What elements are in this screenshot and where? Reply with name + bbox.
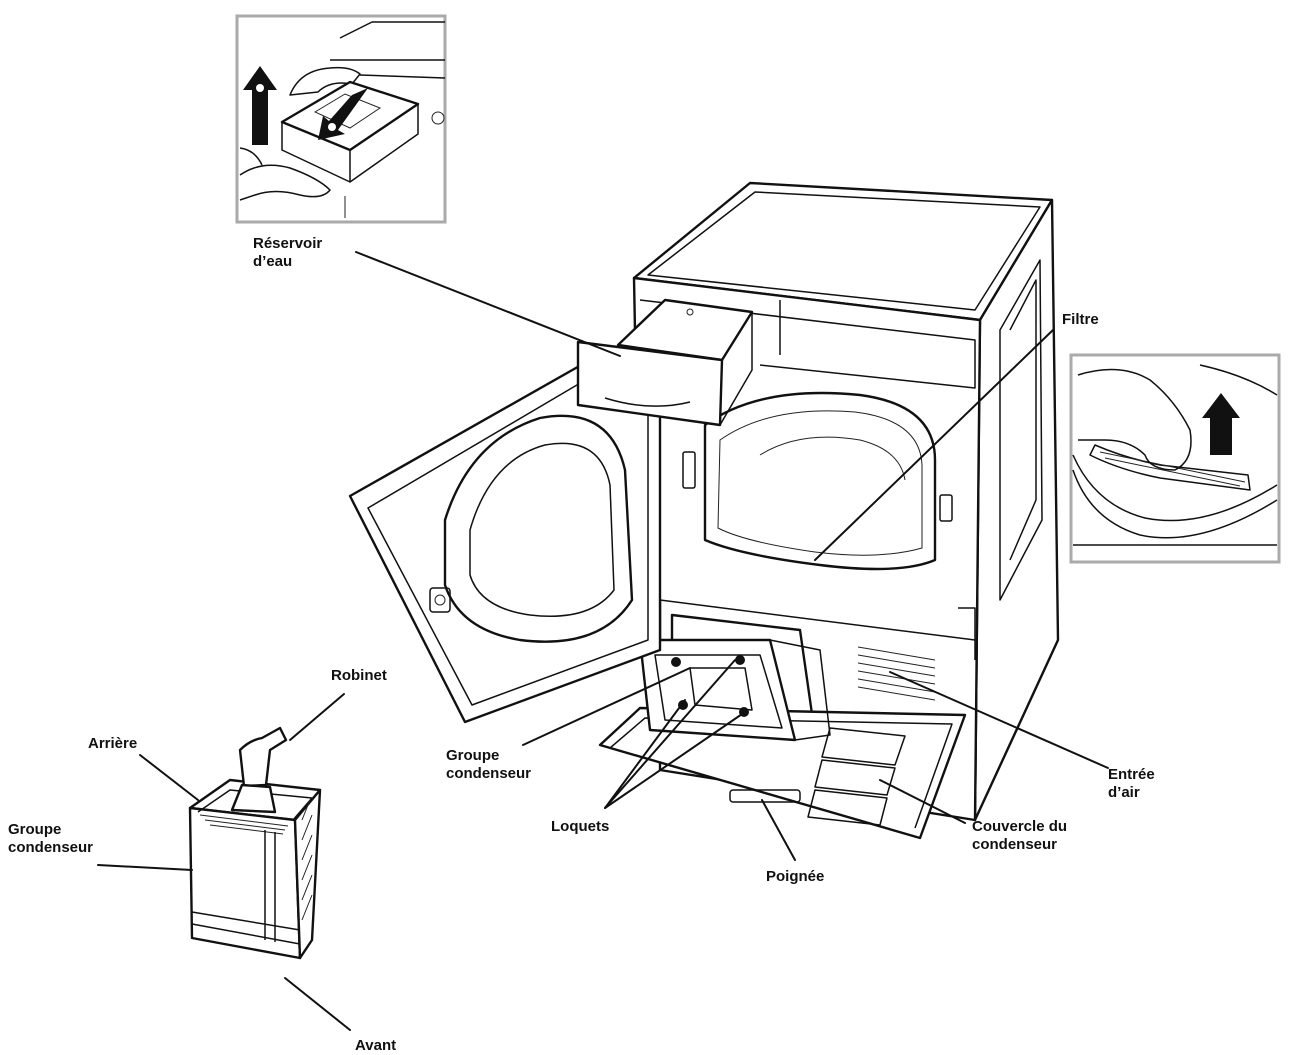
leader-robinet (289, 693, 345, 741)
condenser-unit-in-dryer (638, 638, 831, 742)
label-groupe-left-1: Groupe (8, 821, 61, 838)
leader-groupe-left (97, 864, 193, 871)
label-groupe-center-2: condenseur (446, 765, 531, 782)
leader-arriere (139, 754, 199, 801)
leader-couvercle (879, 779, 966, 824)
leader-loquets-1 (604, 699, 686, 809)
label-filtre: Filtre (1062, 311, 1099, 328)
leader-entree (889, 671, 1109, 769)
label-entree-2: d’air (1108, 784, 1140, 801)
air-intake-grill (857, 646, 936, 701)
condenser-cover-vents (807, 727, 906, 826)
dryer-door (348, 358, 662, 724)
label-couvercle-1: Couvercle du (972, 818, 1067, 835)
leader-loquets-2 (604, 659, 736, 809)
label-couvercle-2: condenseur (972, 836, 1057, 853)
label-robinet: Robinet (331, 667, 387, 684)
labels: Réservoir d’eau Filtre Robinet Arrière G… (8, 235, 1155, 1054)
dryer-illustration (598, 181, 1060, 840)
label-reservoir-2: d’eau (253, 253, 292, 270)
label-arriere: Arrière (88, 735, 137, 752)
label-poignee: Poignée (766, 868, 824, 885)
label-groupe-center-1: Groupe (446, 747, 499, 764)
label-avant: Avant (355, 1037, 396, 1054)
leader-loquets-3 (604, 711, 746, 809)
label-reservoir-1: Réservoir (253, 235, 322, 252)
filter-inset (1069, 353, 1281, 564)
condenser-unit-detached (188, 726, 322, 960)
label-groupe-left-2: condenseur (8, 839, 93, 856)
leader-reservoir (355, 251, 621, 357)
leader-lines (97, 251, 1109, 1031)
label-entree-1: Entrée (1108, 766, 1155, 783)
leader-filtre (814, 329, 1054, 561)
leader-groupe-center (522, 667, 691, 746)
water-tank-inset (235, 14, 447, 224)
leader-poignee (761, 799, 796, 861)
leader-avant (284, 977, 351, 1031)
label-loquets: Loquets (551, 818, 609, 835)
water-tank-drawer (576, 298, 754, 427)
